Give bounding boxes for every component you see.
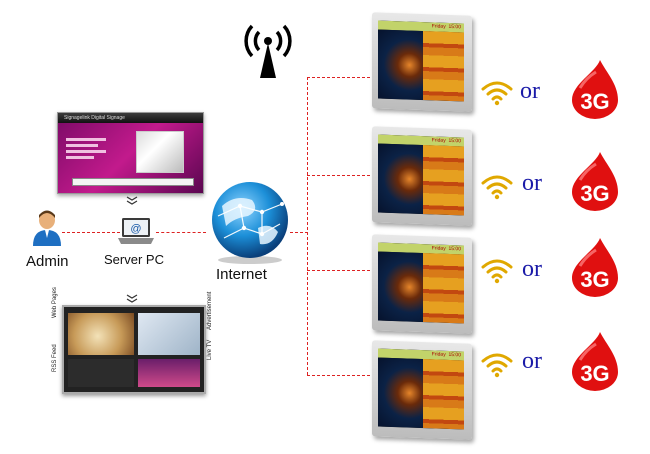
web-pages-label: Web Pages [52, 287, 58, 318]
signage-screen: Friday 15:00 [372, 340, 472, 440]
or-text: or [522, 348, 542, 374]
server-internet-line [156, 232, 206, 233]
or-text: or [522, 170, 542, 196]
dashboard-browser-panel [138, 313, 200, 355]
signage-screen: Friday 15:00 [372, 126, 472, 226]
admin-label: Admin [26, 253, 69, 270]
svg-text:3G: 3G [580, 89, 609, 114]
dashboard-tv-panel [138, 359, 200, 387]
broadcast-antenna-icon [244, 24, 292, 78]
3g-network-icon: 3G [572, 238, 618, 297]
branch-line-4 [307, 375, 375, 376]
software-screenshot: Signagelink Digital Signage [57, 112, 204, 194]
3g-network-icon: 3G [572, 152, 618, 211]
branch-line-1 [307, 77, 375, 78]
server-pc-label: Server PC [104, 252, 164, 267]
branch-line-2 [307, 175, 375, 176]
software-text-block [66, 135, 106, 163]
live-tv-label: Live TV [207, 339, 213, 360]
wifi-icon [481, 353, 513, 378]
svg-text:3G: 3G [580, 181, 609, 206]
signage-screen: Friday 15:00 [372, 12, 472, 112]
internet-trunk-line [290, 232, 308, 233]
software-title: Signagelink Digital Signage [58, 113, 203, 123]
software-footer-bar [72, 178, 194, 186]
admin-user-icon [33, 210, 61, 246]
laptop-icon: @ [118, 218, 154, 244]
trunk-line [307, 77, 308, 375]
branch-line-3 [307, 270, 375, 271]
dashboard-rss-panel [68, 359, 134, 387]
dashboard-screenshot [62, 305, 206, 394]
dashboard-food-ad [68, 313, 134, 355]
advertisement-label: Advertisement [207, 291, 213, 330]
wifi-icon [481, 175, 513, 200]
svg-text:3G: 3G [580, 361, 609, 386]
or-text: or [522, 256, 542, 282]
wifi-icon [481, 81, 513, 106]
signage-screen: Friday 15:00 [372, 234, 472, 334]
chevron-down-icon [126, 294, 138, 303]
software-box-image [136, 131, 184, 173]
chevron-down-icon [126, 196, 138, 205]
svg-text:@: @ [130, 223, 141, 235]
svg-text:3G: 3G [580, 267, 609, 292]
3g-network-icon: 3G [572, 60, 618, 119]
internet-label: Internet [216, 266, 267, 283]
internet-globe-icon [212, 182, 288, 264]
wifi-icon [481, 259, 513, 284]
or-text: or [520, 78, 540, 104]
rss-feed-label: RSS Feed [52, 344, 58, 372]
admin-server-line [62, 232, 120, 233]
3g-network-icon: 3G [572, 332, 618, 391]
